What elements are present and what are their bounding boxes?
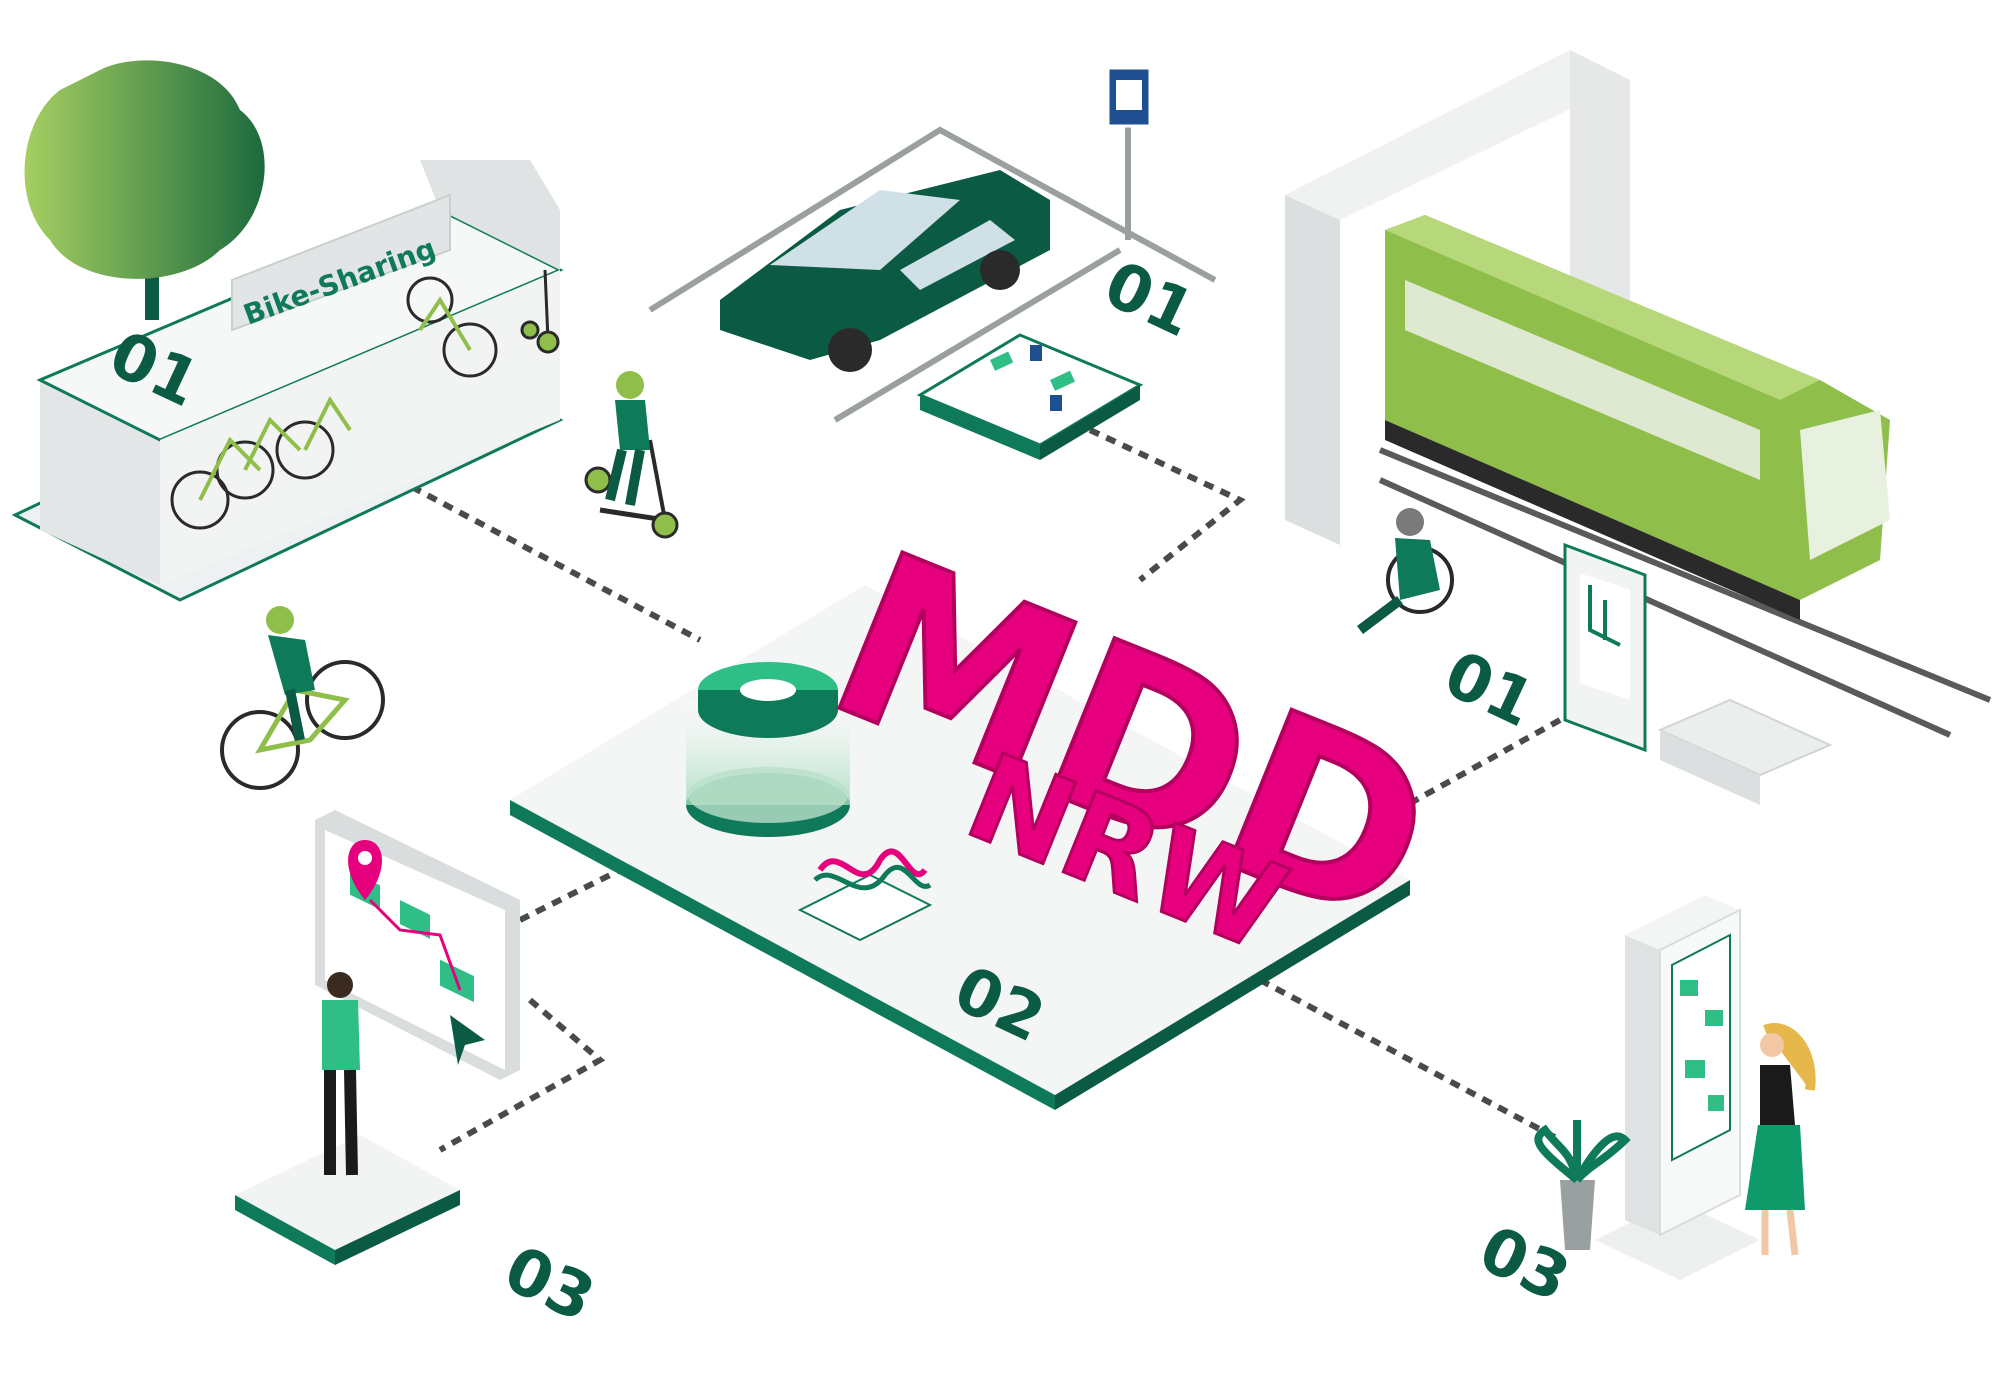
location-pin-icon	[348, 840, 382, 900]
parking-area: 01	[648, 66, 1217, 460]
wheelchair-user	[1357, 508, 1454, 634]
train	[1385, 215, 1890, 620]
app-user-station: 03	[235, 810, 605, 1337]
parking-map-tile	[916, 333, 1144, 460]
kiosk-user-person	[1745, 1023, 1816, 1256]
station-gate-left	[1285, 195, 1340, 545]
potted-plant	[1534, 1120, 1631, 1250]
central-platform: MDD NRW 02	[510, 501, 1468, 1110]
connector-center-to-kiosk	[1258, 977, 1562, 1143]
scooter-rider	[584, 371, 679, 539]
app-user-person	[322, 972, 360, 1176]
station-gate-right	[1570, 50, 1630, 330]
badge-app-user: 03	[493, 1232, 605, 1337]
train-station: 01	[1285, 50, 1992, 805]
connector-bike-to-center	[378, 467, 702, 643]
connector-parking-to-center	[1088, 427, 1246, 583]
departure-board	[1563, 542, 1647, 753]
rail-track	[1378, 447, 1992, 738]
car	[720, 170, 1050, 372]
connector-train-to-center	[1378, 717, 1562, 823]
bike-station-wall	[160, 270, 560, 585]
tree	[24, 60, 265, 320]
connector-app-lower	[438, 997, 606, 1153]
connector-app-to-center	[518, 867, 622, 923]
bike-sharing-sign	[231, 193, 451, 332]
connector-paths	[378, 427, 1562, 1153]
cyclist	[220, 606, 385, 790]
gear-icon	[698, 662, 838, 738]
tablet-map	[315, 810, 520, 1080]
badge-info-kiosk: 03	[1468, 1212, 1580, 1317]
analytics-graphic	[797, 848, 933, 942]
info-kiosk	[1625, 895, 1741, 1237]
parked-scooter	[520, 269, 560, 354]
cursor-icon	[450, 1015, 485, 1065]
info-kiosk-station: 03	[1468, 895, 1816, 1317]
gear-cylinder	[686, 662, 850, 837]
